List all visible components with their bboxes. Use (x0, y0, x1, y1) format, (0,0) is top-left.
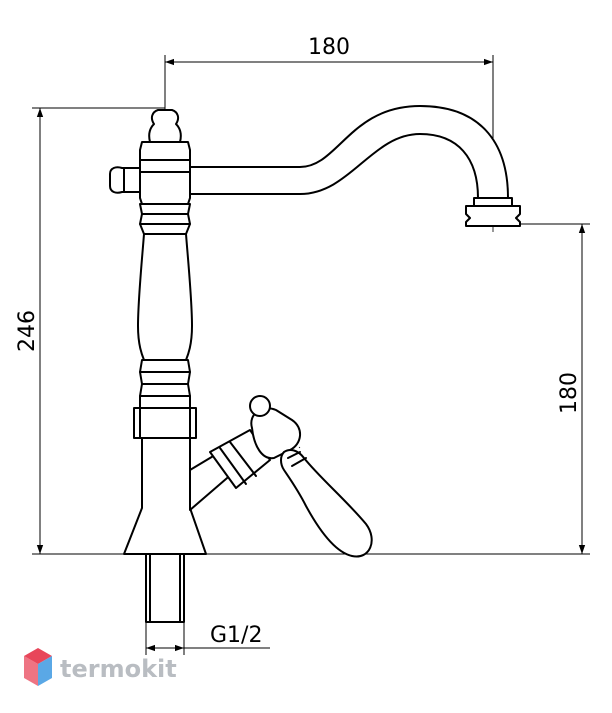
spout-outlet (465, 205, 521, 227)
top-finial (148, 109, 182, 143)
column-shaft (137, 233, 193, 361)
faucet (109, 105, 521, 623)
spout (187, 105, 509, 199)
dim-label-thread: G1/2 (210, 623, 262, 648)
watermark-text: termokit (60, 655, 177, 683)
thread-connector (145, 553, 185, 623)
lever-handle (280, 449, 373, 558)
spout-end-ring (473, 197, 513, 207)
side-knob (109, 166, 143, 194)
lower-body (123, 437, 207, 555)
logo-left (24, 656, 38, 686)
dim-label-spout-reach: 180 (308, 35, 350, 60)
dimension-lines (32, 55, 590, 655)
lever-cap-ball (249, 395, 271, 417)
dim-label-spout-height: 180 (557, 372, 582, 414)
collar-nut (133, 407, 197, 439)
lever-assembly (189, 395, 373, 558)
termokit-logo-icon (24, 648, 52, 686)
termokit-watermark: termokit (24, 648, 177, 686)
logo-right (38, 656, 52, 686)
dim-label-total-height: 246 (15, 310, 40, 352)
